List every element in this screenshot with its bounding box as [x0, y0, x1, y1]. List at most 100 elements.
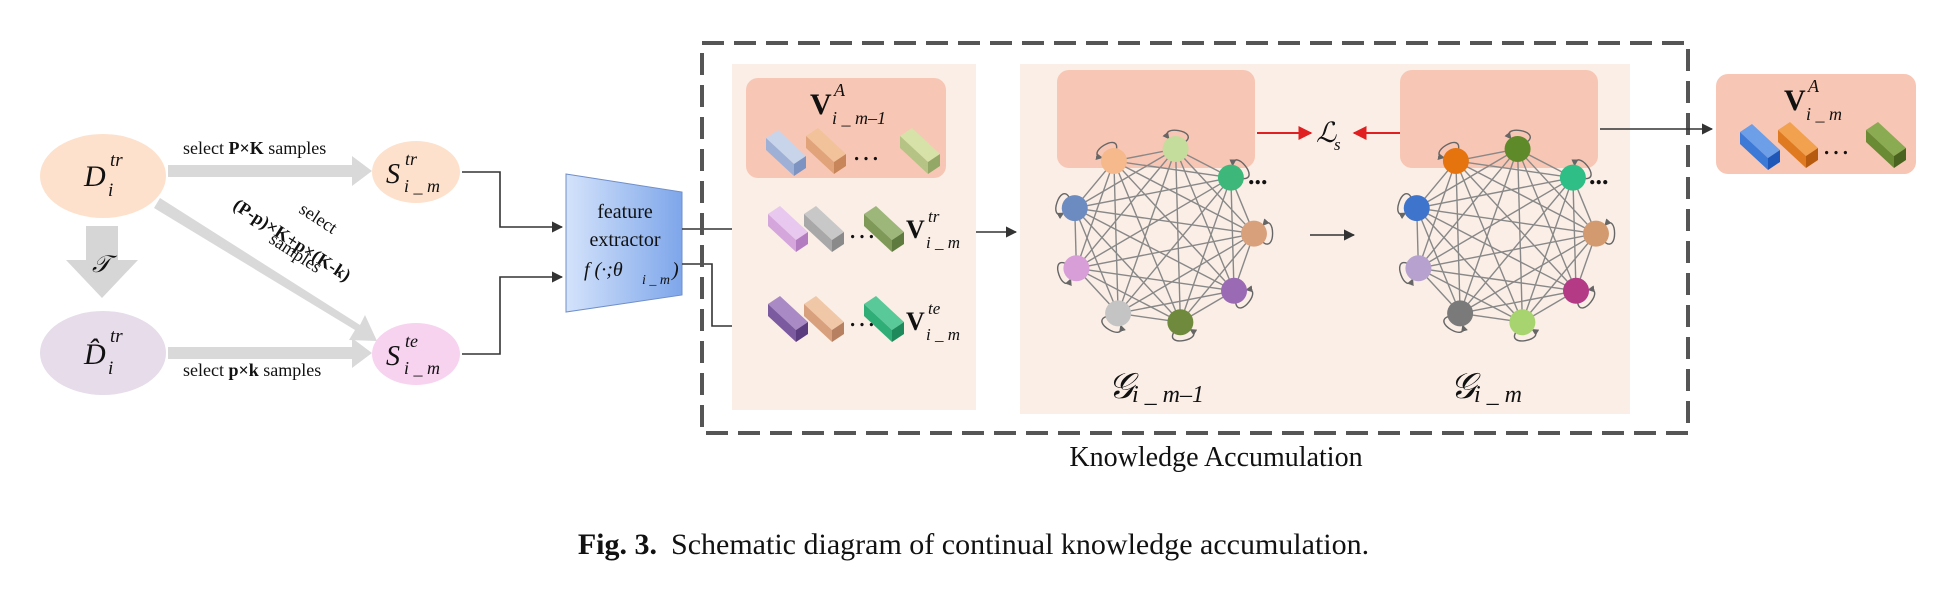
graph-edge	[1416, 207, 1523, 323]
svg-text:i: i	[108, 358, 113, 379]
graph-edge	[1572, 177, 1577, 291]
support-train-node: S tr i _ m	[372, 141, 460, 203]
self-loop	[1504, 129, 1531, 143]
svg-text:A: A	[833, 80, 846, 100]
self-loop	[1229, 159, 1250, 180]
graph-edge	[1455, 160, 1597, 235]
test-feature-vectors: …	[768, 296, 904, 342]
train-feature-vectors: …	[768, 206, 904, 252]
self-loop	[1571, 159, 1592, 180]
graph-edge	[1076, 177, 1232, 269]
self-loop	[1171, 328, 1198, 342]
train-set-node: D tr i	[40, 134, 166, 218]
graph-edge	[1455, 160, 1577, 292]
graph-node	[1105, 300, 1132, 327]
graph-edge	[1516, 148, 1524, 323]
svg-text:tr: tr	[110, 326, 123, 347]
graph-edge	[1117, 177, 1232, 314]
graph-node	[1063, 255, 1090, 282]
svg-text:S: S	[386, 341, 400, 372]
graph-edge	[1455, 160, 1461, 314]
self-loop	[1603, 218, 1616, 245]
graph-edge	[1416, 148, 1518, 209]
svg-text:i _ m: i _ m	[926, 233, 960, 252]
self-loop	[1397, 193, 1413, 220]
svg-text:): )	[671, 259, 679, 281]
svg-text:select: select	[296, 199, 341, 238]
self-loop	[1513, 328, 1540, 342]
svg-text:feature: feature	[597, 201, 653, 223]
self-loop	[1101, 315, 1126, 333]
graph-edge	[1521, 233, 1597, 323]
self-loop	[1399, 261, 1414, 287]
graph-edge	[1455, 160, 1524, 323]
svg-text:D̂: D̂	[83, 338, 106, 371]
select-arrows	[154, 156, 377, 368]
graph-node	[1100, 147, 1127, 174]
svg-text:i: i	[108, 180, 113, 201]
self-loop	[1055, 193, 1071, 220]
transform-arrow: 𝒯	[66, 226, 138, 298]
svg-text:i _ m: i _ m	[404, 176, 440, 196]
graph-edge	[1074, 207, 1235, 292]
graph-edge	[1174, 148, 1182, 323]
graph-edge	[1459, 148, 1519, 314]
graph-edge	[1459, 290, 1577, 315]
graph-edge	[1417, 160, 1457, 269]
graph-edge	[1075, 148, 1177, 269]
select-diagonal-label: select (P-p)×K+p×(K-k) samples	[229, 195, 354, 287]
svg-text:f (·;θ: f (·;θ	[584, 259, 623, 281]
svg-text:i _ m: i _ m	[642, 273, 670, 288]
svg-text:te: te	[405, 331, 418, 351]
svg-text:tr: tr	[928, 207, 940, 226]
graph-edge	[1418, 232, 1597, 269]
graph-edge	[1517, 148, 1597, 235]
svg-text:tr: tr	[405, 149, 418, 169]
graph-edge	[1117, 290, 1235, 315]
graph-node	[1504, 135, 1531, 162]
feature-extractor: feature extractor f (·;θ i _ m )	[565, 173, 683, 313]
graph-node	[1582, 220, 1609, 247]
self-loop	[1057, 261, 1072, 287]
graph-edge	[1076, 267, 1235, 292]
graph-node	[1217, 164, 1244, 191]
region-label: Knowledge Accumulation	[1069, 442, 1362, 473]
svg-text:…: …	[852, 136, 880, 167]
train-feature-label: V	[906, 215, 925, 244]
knowledge-accumulation-frame	[700, 41, 1690, 435]
graph-prev	[1055, 129, 1274, 342]
graph-edge	[1459, 233, 1597, 314]
svg-text:s: s	[1334, 135, 1341, 154]
self-loop	[1443, 315, 1468, 333]
graph-node	[1061, 195, 1088, 222]
graph-node	[1405, 255, 1432, 282]
figure-caption: Fig. 3.Schematic diagram of continual kn…	[577, 528, 1370, 561]
select-top-label: select P×K samples	[183, 138, 326, 158]
svg-text:tr: tr	[110, 150, 123, 171]
self-loop	[1261, 218, 1274, 245]
svg-text:D: D	[83, 160, 106, 193]
graph-edge	[1459, 177, 1574, 314]
graph-edge	[1179, 177, 1232, 323]
graph-node	[1563, 277, 1590, 304]
graph-node	[1559, 164, 1586, 191]
self-loop	[1162, 129, 1189, 143]
self-loop	[1576, 285, 1596, 309]
graph-edge	[1074, 176, 1232, 209]
graph-edge	[1418, 267, 1577, 292]
svg-text:i _ m–1: i _ m–1	[832, 108, 886, 128]
graph-edge	[1074, 207, 1255, 235]
prototype-output-vectors: …	[1740, 122, 1906, 170]
self-loop	[1234, 285, 1254, 309]
graph-edge	[1417, 148, 1519, 269]
graph-edge	[1416, 207, 1461, 314]
graph-node	[1447, 300, 1474, 327]
graph-edge	[1416, 176, 1574, 209]
graph-edge	[1113, 160, 1182, 323]
graph-edge	[1117, 233, 1255, 314]
svg-text:i _ m: i _ m	[1474, 382, 1522, 408]
svg-text:i _ m: i _ m	[926, 325, 960, 344]
svg-text:A: A	[1807, 76, 1820, 96]
graph-edge	[1175, 148, 1255, 235]
graph-node	[1240, 220, 1267, 247]
